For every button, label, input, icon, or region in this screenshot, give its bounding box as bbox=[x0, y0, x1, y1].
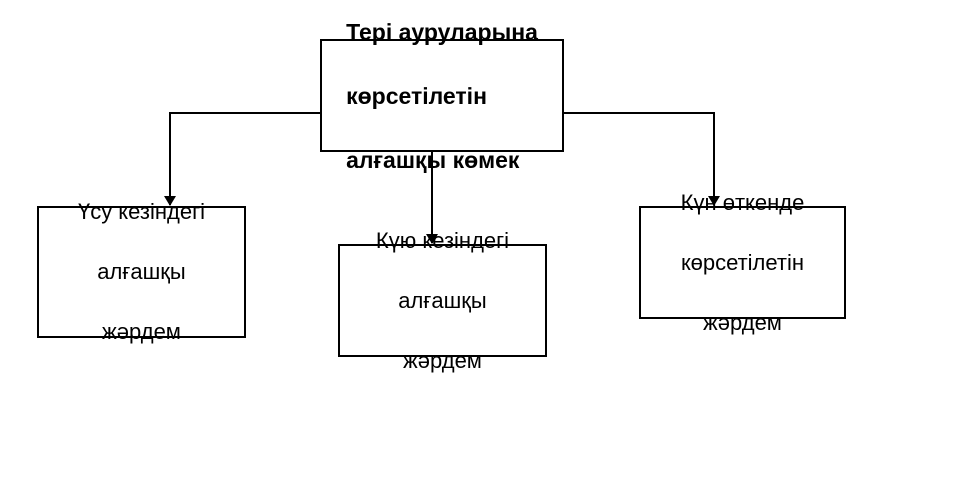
child-node-label: Үсу кезіндегі алғашқы жәрдем bbox=[78, 167, 205, 377]
child-1-line-1: Үсу кезіндегі bbox=[77, 199, 206, 224]
child-3-line-2: көрсетілетін bbox=[680, 249, 805, 275]
connector-right bbox=[564, 112, 720, 206]
root-node-label: Тері ауруларына көрсетілетін алғашқы көм… bbox=[346, 0, 538, 208]
root-line-1: Тері ауруларына bbox=[346, 18, 538, 45]
child-2-line-3: жәрдем bbox=[403, 347, 482, 373]
root-node: Тері ауруларына көрсетілетін алғашқы көм… bbox=[320, 19, 564, 173]
child-3-line-3: жәрдем bbox=[703, 309, 782, 335]
child-node-label: Күн өткенде көрсетілетін жәрдем bbox=[681, 158, 805, 368]
child-1-line-2: алғашқы bbox=[97, 259, 186, 284]
child-node-burn: Күю кезіндегі алғашқы жәрдем bbox=[338, 228, 547, 373]
child-3-line-1: Күн өткенде bbox=[680, 189, 805, 215]
child-node-frostbite: Үсу кезіндегі алғашқы жәрдем bbox=[37, 199, 246, 344]
child-2-line-2: алғашқы bbox=[398, 287, 487, 313]
connector-left bbox=[164, 112, 320, 206]
child-node-label: Күю кезіндегі алғашқы жәрдем bbox=[376, 196, 509, 406]
child-2-line-1: Күю кезіндегі bbox=[375, 227, 510, 253]
child-node-sunstroke: Күн өткенде көрсетілетін жәрдем bbox=[639, 190, 846, 335]
root-line-2: көрсетілетін bbox=[346, 82, 487, 109]
child-1-line-3: жәрдем bbox=[102, 319, 181, 344]
root-line-3: алғашқы көмек bbox=[346, 146, 520, 173]
